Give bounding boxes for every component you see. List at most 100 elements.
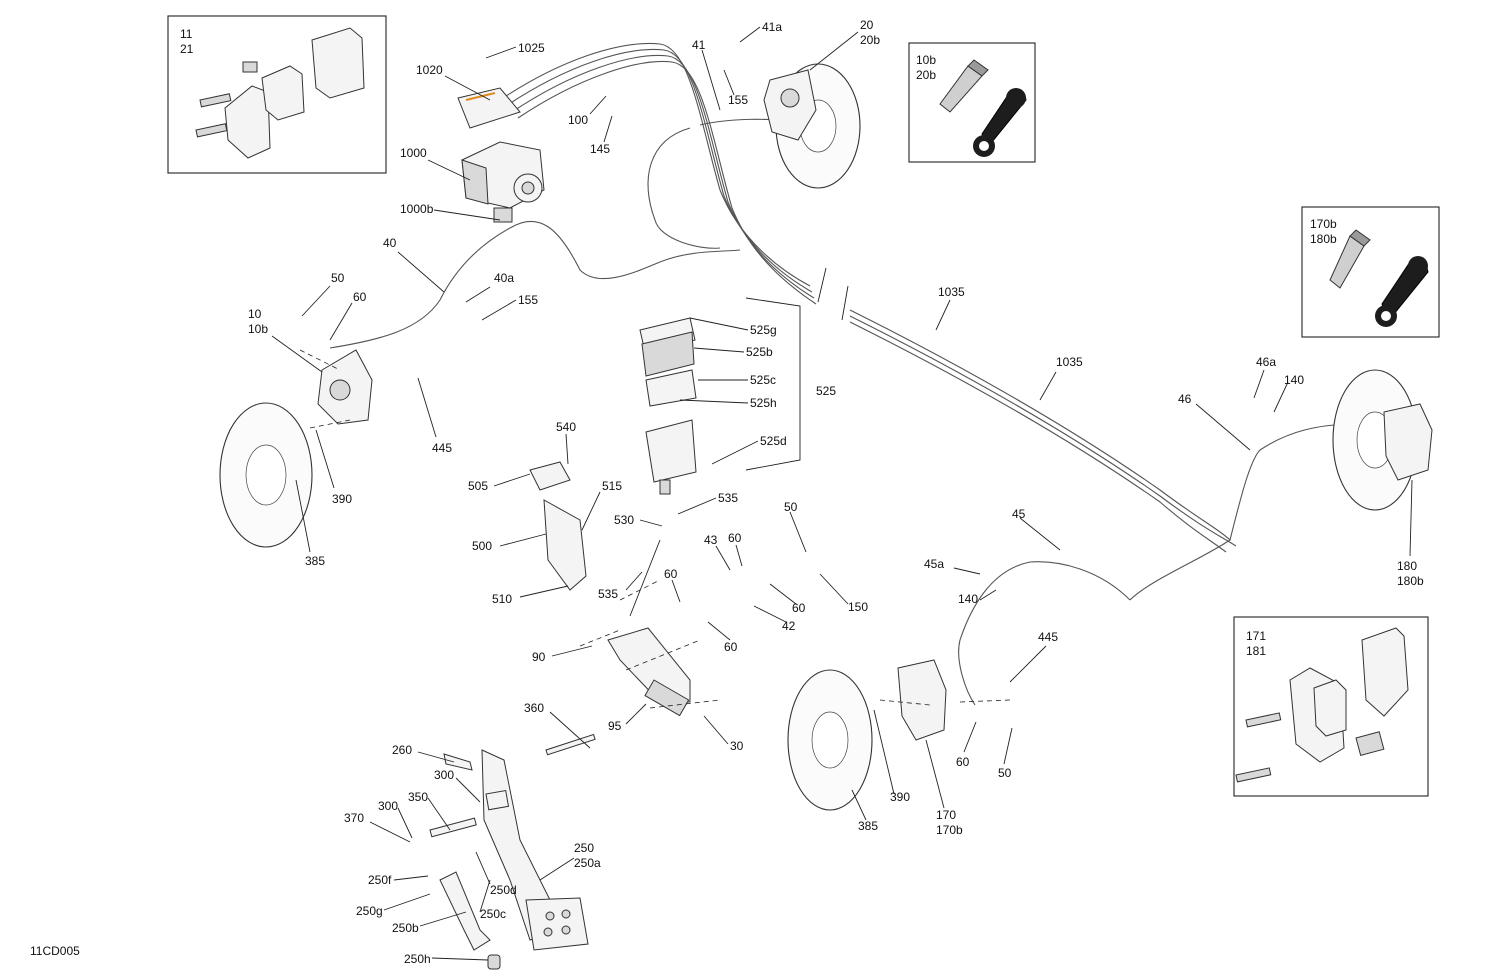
- callout-525c: 525c: [750, 373, 776, 387]
- callout-385-front: 385: [305, 554, 325, 568]
- callout-250f: 250f: [368, 873, 392, 887]
- inset-front-bleeder-valve: 10b 20b: [908, 42, 1036, 163]
- callout-445-rear: 445: [1038, 630, 1058, 644]
- callout-60-b: 60: [728, 531, 742, 545]
- callout-250g: 250g: [356, 904, 383, 918]
- callout-180b: 180b: [1397, 574, 1424, 588]
- brake-lines: [329, 42, 1351, 706]
- callout-30: 30: [730, 739, 744, 753]
- callout-100: 100: [568, 113, 588, 127]
- rear-right-caliper: [1383, 403, 1433, 481]
- callout-1020: 1020: [416, 63, 443, 77]
- callout-250: 250: [574, 841, 594, 855]
- rear-brake-pad-illustration: [1235, 627, 1409, 783]
- callout-525: 525: [816, 384, 836, 398]
- callout-360: 360: [524, 701, 544, 715]
- callout-525b: 525b: [746, 345, 773, 359]
- callout-250d: 250d: [490, 883, 517, 897]
- callout-535-b: 535: [598, 587, 618, 601]
- callout-140-rear-right: 140: [1284, 373, 1304, 387]
- callout-50-front-left: 50: [331, 271, 345, 285]
- inset-rear-brake-pads: 171 181: [1233, 616, 1429, 797]
- callout-1000b: 1000b: [400, 202, 434, 216]
- callout-150: 150: [848, 600, 868, 614]
- bleeder-screw-icon: [1329, 229, 1371, 289]
- callout-43: 43: [704, 533, 718, 547]
- inset-rear-pads-label-1: 171: [1246, 629, 1266, 643]
- callout-525d: 525d: [760, 434, 787, 448]
- callout-250a: 250a: [574, 856, 601, 870]
- callout-labels: 1025 1020 1000 1000b 41a 41 20 20b 155 1…: [248, 18, 1424, 966]
- callout-40: 40: [383, 236, 397, 250]
- callout-370: 370: [344, 811, 364, 825]
- front-right-caliper: [763, 69, 817, 141]
- callout-45a: 45a: [924, 557, 944, 571]
- front-left-caliper: [317, 349, 373, 425]
- inset-front-pads-label-2: 21: [180, 42, 194, 56]
- callout-170: 170: [936, 808, 956, 822]
- callout-46a: 46a: [1256, 355, 1276, 369]
- callout-1035-a: 1035: [938, 285, 965, 299]
- bleeder-cap-icon: [973, 88, 1027, 157]
- inset-front-pads-label-1: 11: [180, 27, 193, 41]
- callout-145: 145: [590, 142, 610, 156]
- callout-50-c: 50: [998, 766, 1012, 780]
- callout-leader-lines: [271, 26, 1413, 961]
- callout-42: 42: [782, 619, 796, 633]
- callout-40a: 40a: [494, 271, 514, 285]
- callout-90: 90: [532, 650, 546, 664]
- callout-10: 10: [248, 307, 262, 321]
- front-brake-pad-illustration: [195, 27, 365, 159]
- callout-60-c: 60: [664, 567, 678, 581]
- front-left-brake-disc: [219, 402, 313, 548]
- callout-140-rear-left: 140: [958, 592, 978, 606]
- master-cylinder: [607, 539, 691, 717]
- rear-left-brake-disc: [787, 669, 873, 811]
- reservoir-bracket: [529, 461, 587, 591]
- callout-60-e: 60: [724, 640, 738, 654]
- callout-445-front: 445: [432, 441, 452, 455]
- callout-60-f: 60: [956, 755, 970, 769]
- callout-250h: 250h: [404, 952, 431, 966]
- callout-1035-b: 1035: [1056, 355, 1083, 369]
- callout-510: 510: [492, 592, 512, 606]
- diagram-code: 11CD005: [30, 944, 80, 958]
- inset-bleeder-rear-label-1: 170b: [1310, 217, 1337, 231]
- inset-bleeder-front-label-2: 20b: [916, 68, 936, 82]
- callout-515: 515: [602, 479, 622, 493]
- inset-bleeder-front-label-1: 10b: [916, 53, 936, 67]
- callout-41a: 41a: [762, 20, 782, 34]
- callout-300-b: 300: [378, 799, 398, 813]
- callout-250b: 250b: [392, 921, 419, 935]
- inset-rear-pads-label-2: 181: [1246, 644, 1266, 658]
- callout-350: 350: [408, 790, 428, 804]
- callout-50-b: 50: [784, 500, 798, 514]
- callout-500: 500: [472, 539, 492, 553]
- rear-left-caliper: [897, 659, 947, 741]
- callout-505: 505: [468, 479, 488, 493]
- callout-260: 260: [392, 743, 412, 757]
- callout-41: 41: [692, 38, 706, 52]
- bleeder-cap-icon: [1375, 256, 1429, 327]
- callout-525g: 525g: [750, 323, 777, 337]
- callout-46: 46: [1178, 392, 1192, 406]
- callout-45: 45: [1012, 507, 1026, 521]
- callout-180: 180: [1397, 559, 1417, 573]
- inset-rear-bleeder-valve: 170b 180b: [1301, 206, 1440, 338]
- callout-20b: 20b: [860, 33, 880, 47]
- callout-250c: 250c: [480, 907, 506, 921]
- inset-bleeder-rear-label-2: 180b: [1310, 232, 1337, 246]
- inset-front-brake-pads: 11 21: [167, 15, 387, 174]
- callout-535-a: 535: [718, 491, 738, 505]
- callout-20: 20: [860, 18, 874, 32]
- callout-155: 155: [518, 293, 538, 307]
- callout-170b: 170b: [936, 823, 963, 837]
- callout-390-rear: 390: [890, 790, 910, 804]
- callout-60-d: 60: [792, 601, 806, 615]
- abs-module: [457, 87, 545, 223]
- callout-385-rear: 385: [858, 819, 878, 833]
- callout-540: 540: [556, 420, 576, 434]
- callout-1025: 1025: [518, 41, 545, 55]
- callout-530: 530: [614, 513, 634, 527]
